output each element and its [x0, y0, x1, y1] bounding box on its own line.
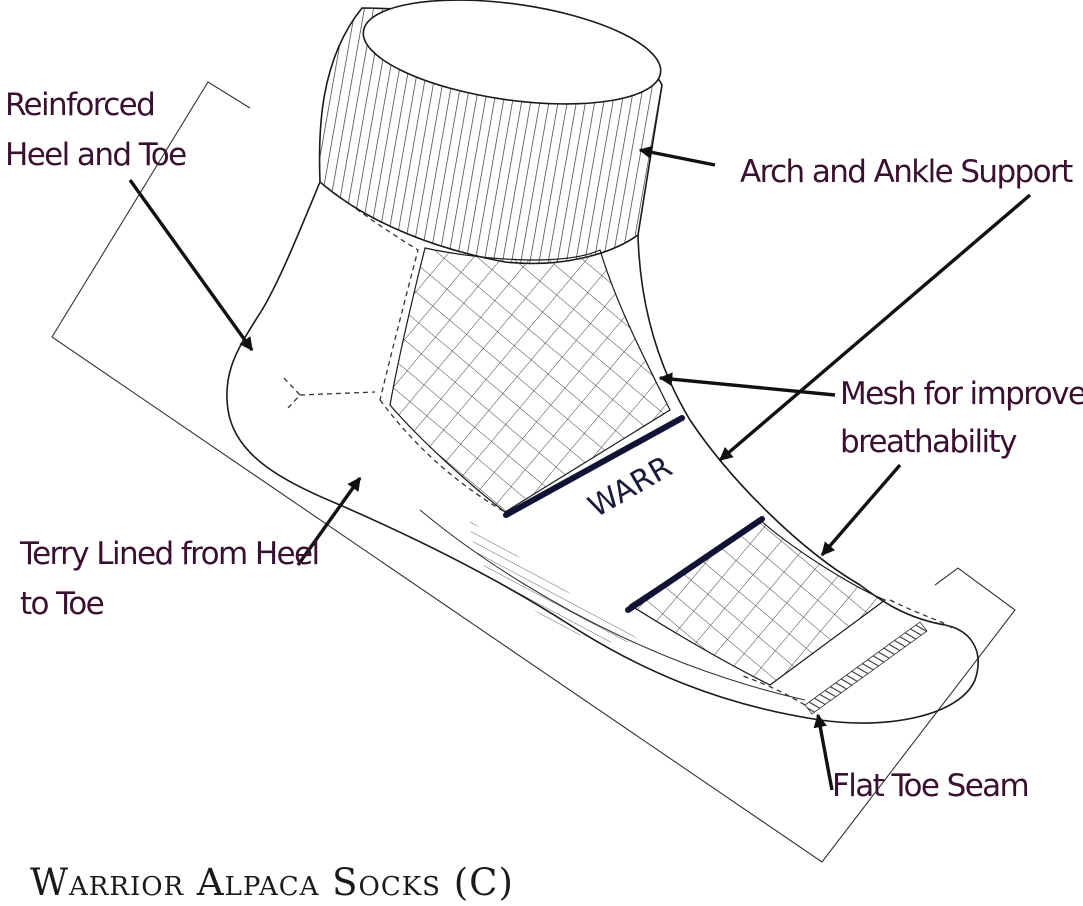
dashed-seams: [283, 181, 953, 706]
ankle-mesh-zone: [389, 247, 671, 513]
arch-arrow: [638, 145, 716, 167]
label-terry-line1: Terry Lined from Heel: [19, 536, 319, 572]
sock-outline: [226, 181, 979, 724]
label-reinforced-line2: Heel and Toe: [5, 137, 186, 173]
label-arch-support: Arch and Ankle Support: [740, 154, 1073, 190]
sock-cuff: [318, 0, 663, 265]
mesh-toe-arrow: [820, 463, 902, 557]
frame-bracket: [51, 81, 1016, 863]
flat-toe-seam: [804, 621, 928, 715]
terry-arrow: [296, 476, 362, 566]
label-mesh-line2: breathability: [840, 424, 1017, 460]
mesh-band-arrow: [718, 193, 1032, 462]
toe-mesh-zone: [628, 519, 887, 686]
brand-mark: WARR: [583, 450, 679, 525]
lower-band-stripe: [625, 516, 765, 613]
label-terry-line2: to Toe: [20, 586, 104, 622]
footer-title: Warrior Alpaca Socks (C): [30, 861, 514, 904]
label-mesh-line1: Mesh for improved: [840, 376, 1083, 412]
callout-arrows: [128, 145, 1032, 791]
navy-bands: [503, 415, 765, 613]
mesh-ankle-arrow: [658, 372, 836, 397]
label-reinforced-line1: Reinforced: [5, 87, 154, 123]
seam-arrow: [813, 713, 834, 791]
reinforced-arrow: [128, 179, 254, 352]
terry-sole-zone: [470, 520, 640, 643]
upper-band-stripe: [503, 415, 685, 518]
label-flat-seam: Flat Toe Seam: [832, 768, 1028, 804]
